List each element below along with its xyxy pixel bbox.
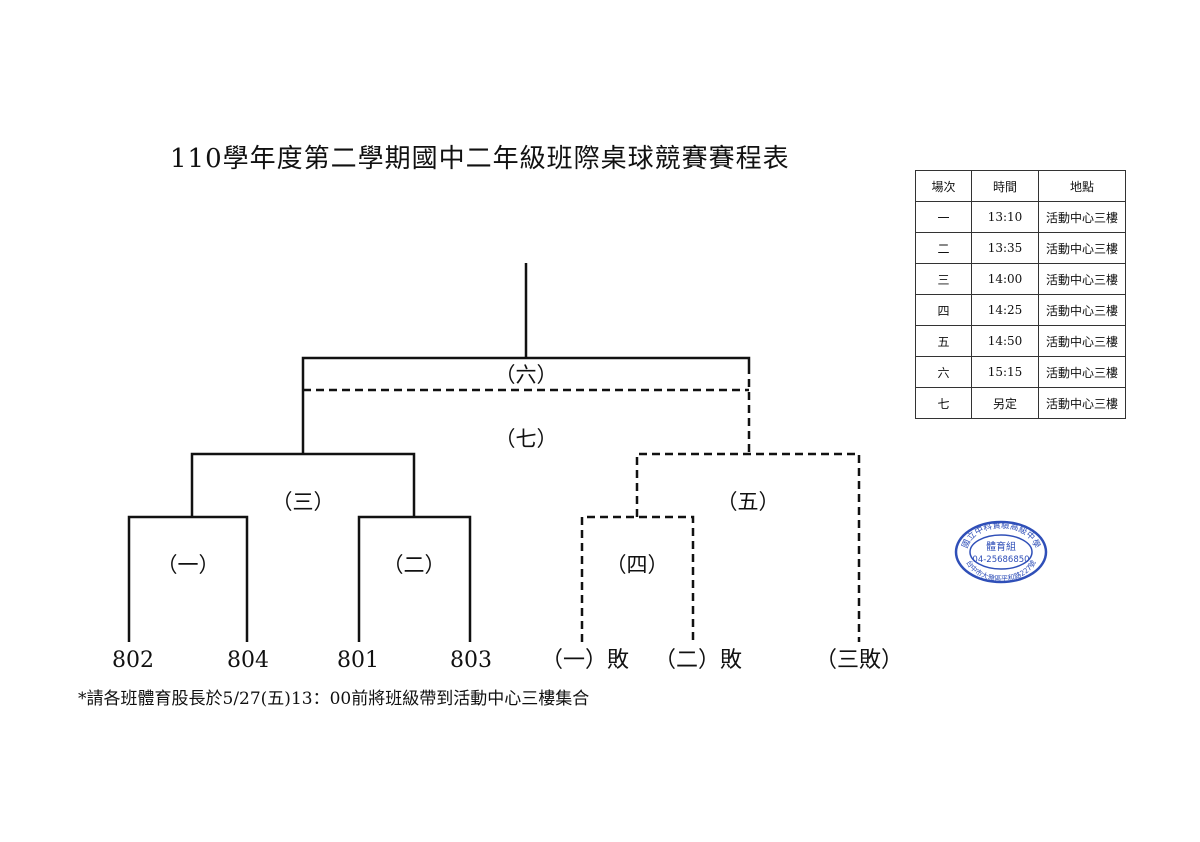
header-match: 場次 — [915, 170, 972, 202]
time-cell: 另定 — [971, 387, 1039, 419]
page-title: 110學年度第二學期國中二年級班際桌球競賽賽程表 — [170, 144, 790, 174]
team-labels: 802 804 801 803 （一）敗 （二）敗 （三敗） — [112, 648, 903, 673]
match-2-bracket — [357, 515, 472, 642]
header-location: 地點 — [1038, 170, 1126, 202]
bracket-solid-lines — [127, 263, 751, 642]
match-label-6: （六） — [495, 363, 558, 387]
match-5-bracket — [635, 452, 861, 642]
match-4-bracket — [580, 515, 695, 642]
table-row: 二 13:35 活動中心三樓 — [915, 232, 1126, 264]
match-cell: 二 — [915, 232, 972, 264]
time-cell: 14:25 — [971, 294, 1039, 326]
match-label-5: （五） — [717, 490, 780, 514]
seal-inner-ring — [969, 534, 1033, 570]
location-cell: 活動中心三樓 — [1038, 294, 1126, 326]
seal-phone: 04-25686850 — [972, 555, 1029, 565]
school-seal-stamp: 國立中科實驗高級中學 台中市大雅區平和路227號 體育組 04-25686850 — [954, 520, 1048, 584]
seal-unit: 體育組 — [986, 540, 1016, 553]
table-row: 一 13:10 活動中心三樓 — [915, 201, 1126, 233]
time-cell: 14:00 — [971, 263, 1039, 295]
table-row: 三 14:00 活動中心三樓 — [915, 263, 1126, 295]
footnote: *請各班體育股長於5/27(五)13：00前將班級帶到活動中心三樓集合 — [78, 689, 590, 709]
seal-outer-ring — [954, 520, 1048, 584]
match-cell: 六 — [915, 356, 972, 388]
location-cell: 活動中心三樓 — [1038, 263, 1126, 295]
match-cell: 七 — [915, 387, 972, 419]
team-label: 803 — [450, 648, 492, 673]
match-label-3: （三） — [272, 490, 335, 514]
match-labels: （一） （二） （三） （四） （五） （六） （七） — [157, 363, 780, 577]
match-label-7: （七） — [495, 427, 558, 451]
match-cell: 五 — [915, 325, 972, 357]
match-label-1: （一） — [157, 553, 220, 577]
location-cell: 活動中心三樓 — [1038, 356, 1126, 388]
table-header-row: 場次 時間 地點 — [915, 170, 1126, 202]
location-cell: 活動中心三樓 — [1038, 325, 1126, 357]
match-cell: 三 — [915, 263, 972, 295]
bracket-dashed-lines — [303, 366, 861, 642]
table-row: 五 14:50 活動中心三樓 — [915, 325, 1126, 357]
time-cell: 14:50 — [971, 325, 1039, 357]
match-cell: 一 — [915, 201, 972, 233]
time-cell: 13:10 — [971, 201, 1039, 233]
team-label: 804 — [227, 648, 269, 673]
header-time: 時間 — [971, 170, 1039, 202]
team-label: （二）敗 — [654, 648, 742, 673]
time-cell: 13:35 — [971, 232, 1039, 264]
team-label: 801 — [337, 648, 379, 673]
time-cell: 15:15 — [971, 356, 1039, 388]
team-label: 802 — [112, 648, 154, 673]
table-row: 六 15:15 活動中心三樓 — [915, 356, 1126, 388]
match-cell: 四 — [915, 294, 972, 326]
schedule-table: 場次 時間 地點 一 13:10 活動中心三樓 二 13:35 活動中心三樓 三… — [915, 170, 1126, 419]
table-row: 四 14:25 活動中心三樓 — [915, 294, 1126, 326]
location-cell: 活動中心三樓 — [1038, 387, 1126, 419]
match-label-2: （二） — [383, 553, 446, 577]
table-row: 七 另定 活動中心三樓 — [915, 387, 1126, 419]
team-label: （一）敗 — [541, 648, 629, 673]
team-label: （三敗） — [815, 648, 903, 673]
match-1-bracket — [127, 515, 249, 642]
match-label-4: （四） — [606, 553, 669, 577]
location-cell: 活動中心三樓 — [1038, 232, 1126, 264]
location-cell: 活動中心三樓 — [1038, 201, 1126, 233]
